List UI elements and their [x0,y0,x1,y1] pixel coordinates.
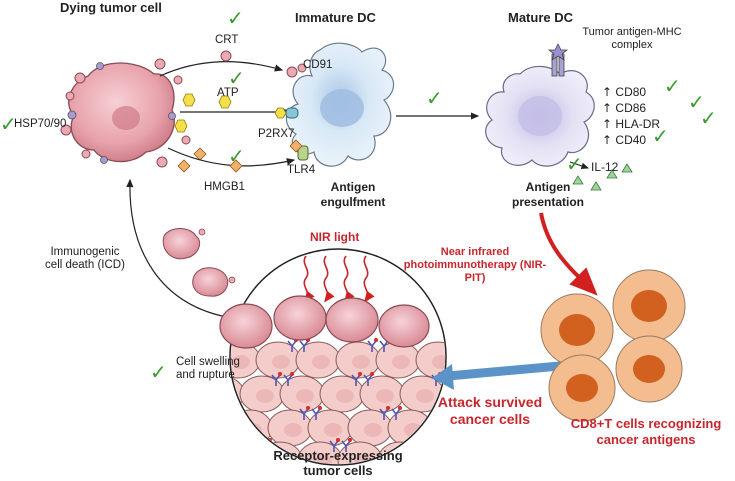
antibody-marker [220,341,228,352]
dye-dot [318,406,322,410]
dye-dot [290,372,294,376]
cd8-label: CD8+T cells recognizing cancer antigens [570,416,722,447]
marker-cd80: ↑ CD80 [602,85,647,99]
tissue-nucleus [232,355,250,369]
dye-dot [278,372,282,376]
hsp-label: HSP70/90 [14,118,67,130]
tissue-nucleus [392,355,410,369]
dying-tumor-cell-title: Dying tumor cell [60,0,162,15]
tissue-nucleus [256,389,274,403]
dye-dot [454,338,458,342]
dying-tumor-cell [60,58,207,173]
hmgb1-label: HMGB1 [204,181,245,193]
check-icon-atp: ✓ [228,66,245,90]
nir-pit-label: Near infrared photoimmunotherapy (NIR-PI… [403,246,547,284]
mature-dc [485,43,633,191]
tissue-nucleus [324,423,342,437]
p2rx7-label: P2RX7 [258,128,295,140]
swelling-cells [219,295,430,349]
cd91-label: CD91 [303,59,333,71]
immature-dc-title: Immature DC [295,10,376,25]
marker-hla-dr: ↑ HLA-DR [602,117,661,131]
check-icon-cd80: ✓ [664,74,681,98]
mhc-complex-label: Tumor antigen-MHC complex [582,26,682,51]
cell-fragments [162,228,236,297]
dye-dot [398,406,402,410]
blue-arrowhead [432,364,454,390]
antigen-presentation-caption: Antigen presentation [511,180,584,209]
marker-cd86: ↑ CD86 [602,101,647,115]
mature-dc-title: Mature DC [508,10,574,25]
check-icon-hsp: ✓ [0,112,17,136]
dye-dot [416,438,420,442]
cell-swelling-label: Cell swelling and rupture [176,356,240,381]
tissue-nucleus [336,389,354,403]
nir-pit-circle [220,248,458,466]
tissue-nucleus [314,455,332,464]
dye-dot [348,438,352,442]
antibody-marker [231,408,241,420]
tissue-nucleus [284,423,302,437]
check-icon-cd40: ✓ [652,124,669,148]
nir-light-label: NIR light [310,230,360,244]
tissue-nucleus [352,355,370,369]
tissue-nucleus [376,389,394,403]
antigen-engulfment-caption: Antigen engulfment [320,180,386,209]
dye-dot [358,372,362,376]
attack-label: Attack survived cancer cells [437,394,543,427]
red-arrow-to-tcells [539,212,598,296]
receptor-cells-label: Receptor-expressing tumor cells [273,448,403,478]
icd-arrow [126,178,233,319]
dye-dot [370,372,374,376]
tissue-nucleus [364,423,382,437]
tissue-nucleus [416,389,434,403]
immature-dc [274,42,395,167]
marker-cd40: ↑ CD40 [602,133,647,147]
dye-dot [386,406,390,410]
dye-dot [336,438,340,442]
check-icon-hmgb1: ✓ [228,144,245,168]
tissue-nucleus [312,355,330,369]
damp-symbols [218,50,243,173]
tissue-cell [231,409,273,447]
tissue-nucleus [231,389,234,403]
check-icon-cd86: ✓ [688,90,705,114]
check-icon-swelling: ✓ [150,360,167,384]
check-icon-il12: ✓ [566,152,583,176]
dye-dot [306,406,310,410]
check-icon-maturation: ✓ [426,86,443,110]
tissue-nucleus [432,355,445,369]
check-icon-hla-dr: ✓ [700,106,717,130]
tissue-nucleus [296,389,314,403]
tlr4-label: TLR4 [287,164,316,176]
crt-label: CRT [215,34,239,46]
check-icon-crt: ✓ [227,6,244,30]
tissue-nucleus [272,355,290,369]
atp-label: ATP [217,87,239,99]
cd8-t-cells [540,269,686,422]
il12-label: IL-12 [591,160,619,174]
icd-label: Immunogenic cell death (ICD) [45,246,125,271]
dye-dot [374,338,378,342]
antibody-marker [448,341,456,352]
